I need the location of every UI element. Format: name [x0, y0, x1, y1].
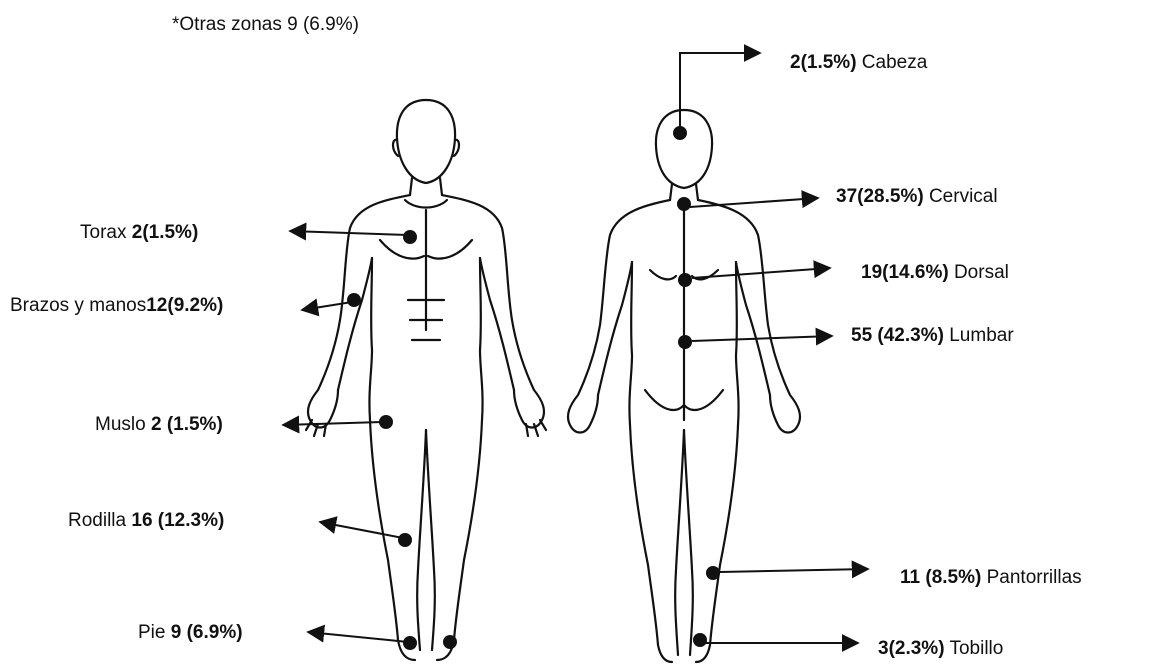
label-value: 12(9.2%): [146, 295, 223, 316]
label-name: Pantorrillas: [981, 567, 1081, 588]
dot-tobillo: [693, 633, 707, 647]
label-cervical: 37(28.5%) Cervical: [836, 186, 998, 208]
front-body-figure: [306, 100, 546, 660]
dot-cabeza: [673, 126, 687, 140]
dot-torax: [403, 230, 417, 244]
label-name: Dorsal: [949, 262, 1009, 283]
label-value: 19(14.6%): [861, 262, 949, 283]
label-name: Lumbar: [944, 325, 1014, 346]
arrow-rodilla: [320, 522, 403, 538]
label-muslo: Muslo 2 (1.5%): [95, 414, 223, 436]
label-rodilla: Rodilla 16 (12.3%): [68, 510, 224, 532]
label-name: Rodilla: [68, 510, 131, 531]
arrow-cabeza: [680, 53, 760, 128]
label-name: Torax: [80, 222, 132, 243]
label-torax: Torax 2(1.5%): [80, 222, 198, 244]
dot-pie-right: [443, 635, 457, 649]
arrow-pantorrillas: [720, 569, 868, 572]
label-name: Cervical: [924, 186, 998, 207]
dot-brazos: [347, 293, 361, 307]
dot-lumbar: [678, 335, 692, 349]
label-tobillo: 3(2.3%) Tobillo: [878, 638, 1003, 660]
arrow-lumbar: [692, 336, 832, 341]
arrow-muslo: [283, 422, 384, 425]
label-value: 16 (12.3%): [131, 510, 224, 531]
label-dorsal: 19(14.6%) Dorsal: [861, 262, 1009, 284]
label-value: 3(2.3%): [878, 638, 945, 659]
arrow-brazos: [302, 302, 352, 310]
dot-rodilla: [398, 533, 412, 547]
arrow-pie: [308, 632, 408, 642]
label-name: Pie: [138, 622, 171, 643]
label-lumbar: 55 (42.3%) Lumbar: [851, 325, 1014, 347]
label-name: Tobillo: [945, 638, 1004, 659]
label-value: 9 (6.9%): [171, 622, 243, 643]
label-value: 37(28.5%): [836, 186, 924, 207]
dot-pie-left: [403, 636, 417, 650]
arrows: [283, 53, 868, 643]
dot-cervical: [677, 197, 691, 211]
other-zones-note: *Otras zonas 9 (6.9%): [172, 14, 359, 36]
dot-pantorrillas: [706, 566, 720, 580]
label-pantorrillas: 11 (8.5%) Pantorrillas: [900, 567, 1082, 589]
label-value: 2(1.5%): [790, 52, 857, 73]
label-value: 11 (8.5%): [900, 567, 981, 588]
label-value: 55 (42.3%): [851, 325, 944, 346]
label-brazos: Brazos y manos12(9.2%): [10, 295, 223, 317]
label-name: Cabeza: [857, 52, 928, 73]
label-cabeza: 2(1.5%) Cabeza: [790, 52, 927, 74]
label-value: 2(1.5%): [132, 222, 199, 243]
label-name: Brazos y manos: [10, 295, 146, 316]
arrow-dorsal: [692, 268, 830, 278]
label-pie: Pie 9 (6.9%): [138, 622, 243, 644]
label-name: Muslo: [95, 414, 151, 435]
dot-dorsal: [678, 273, 692, 287]
back-body-figure: [568, 110, 800, 662]
label-value: 2 (1.5%): [151, 414, 223, 435]
